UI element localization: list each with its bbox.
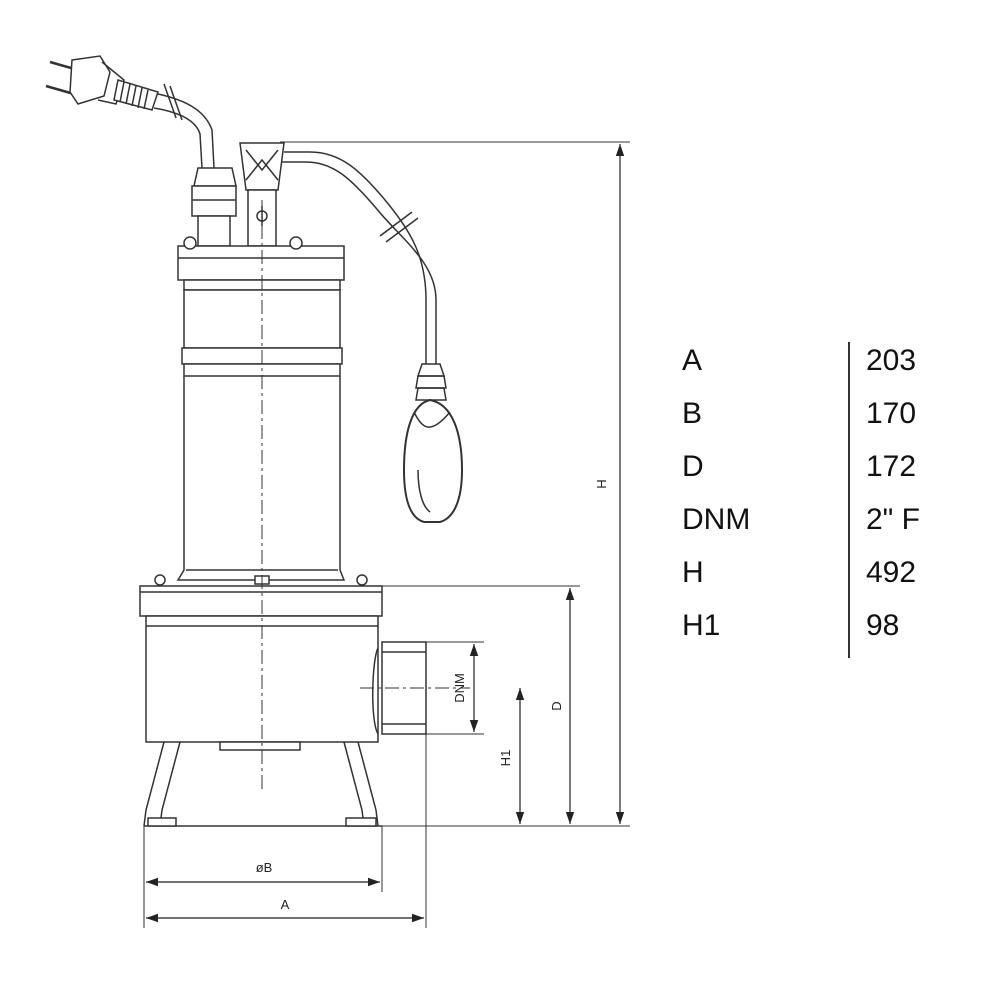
dimension-value: 2" F (866, 503, 920, 536)
dimension-row: A 203 (680, 334, 950, 387)
power-cable (153, 83, 215, 169)
dimension-b-label: øB (256, 860, 273, 875)
dimension-h1-label: H1 (498, 750, 513, 767)
dimension-h-label: H (594, 479, 609, 488)
power-plug-icon (45, 55, 159, 111)
dimension-d-label: D (549, 701, 564, 710)
dimension-row: H 492 (680, 546, 950, 599)
motor-body (154, 376, 368, 586)
dimension-key: A (682, 344, 703, 377)
extension-lines (143, 141, 630, 928)
dimension-value: 492 (866, 556, 917, 589)
dimension-key: D (682, 450, 704, 483)
dimension-value: 170 (866, 397, 917, 430)
lifting-handle (239, 142, 285, 247)
dimension-row: B 170 (680, 387, 950, 440)
motor-top-cap (177, 236, 345, 377)
dimension-row: DNM 2" F (680, 493, 950, 546)
dimension-dnm-label: DNM (452, 673, 467, 703)
dimension-key: H (682, 556, 704, 589)
cable-gland (191, 167, 237, 247)
pump-housing (139, 585, 383, 751)
dimension-value: 172 (866, 450, 917, 483)
pump-feet (143, 741, 382, 827)
float-cable (282, 151, 437, 364)
dimension-key: DNM (682, 503, 751, 536)
dimension-value: 203 (866, 344, 917, 377)
dimension-value: 98 (866, 609, 900, 642)
dimension-key: B (682, 397, 703, 430)
dimension-row: H1 98 (680, 599, 950, 652)
dimension-table-divider (848, 342, 850, 658)
dimension-a-label: A (281, 897, 290, 912)
dimension-row: D 172 (680, 440, 950, 493)
dimension-key: H1 (682, 609, 721, 642)
float-switch (402, 363, 464, 523)
